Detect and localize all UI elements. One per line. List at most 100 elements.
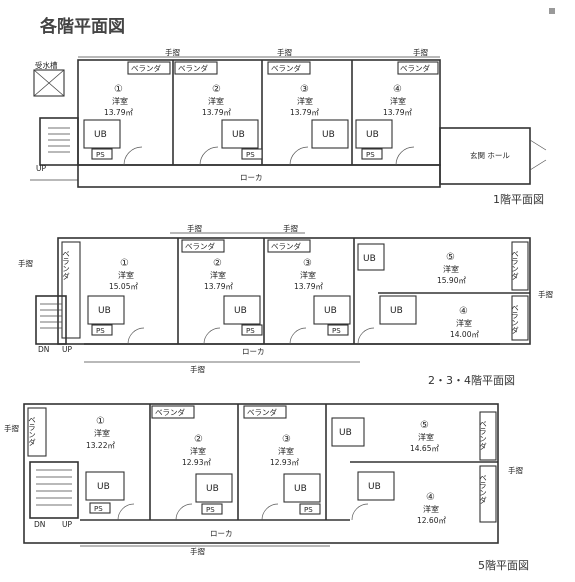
floor-5-outline [23,403,499,544]
corridor-label: ローカ [210,529,233,538]
balcony-label: ベランダ [400,63,430,73]
room-area: 13.79㎡ [204,282,233,291]
room-number: ② [212,84,221,95]
unit-bath [331,417,365,447]
entrance-hall [439,127,531,185]
room-number: ① [120,258,129,269]
balcony-box [511,295,529,341]
floor-1-title: 1階平面図 [493,192,544,206]
room-type: 洋室 [210,270,226,280]
handrail-label: 手摺 [190,364,205,374]
floor-5-title: 5階平面図 [478,558,529,572]
ub-label: UB [232,130,245,140]
ub-label: UB [294,484,307,494]
unit-bath [355,119,393,149]
ps-label: PS [246,151,255,159]
handrail-label: 手摺 [165,47,180,57]
room-type: 洋室 [297,96,313,106]
floor-5-plan: ベランダ 手摺 DN UP ローカ 手摺 ① 洋室 13.22㎡ UB PS ベ… [4,403,529,572]
unit-bath [357,471,395,501]
handrail-label: 手摺 [277,47,292,57]
ub-label: UB [234,306,247,316]
room-type: 洋室 [423,504,439,514]
unit-bath [223,295,261,325]
room-type: 洋室 [190,446,206,456]
room-number: ④ [426,492,435,503]
room-area: 12.93㎡ [182,458,211,467]
pipe-space [91,324,113,336]
room-type: 洋室 [456,318,472,328]
ub-label: UB [366,130,379,140]
balcony-label: ベランダ [131,63,161,73]
ps-label: PS [96,327,105,335]
balcony-label: ベランダ [510,304,519,334]
handrail-label: 手摺 [190,546,205,556]
stair-up-label: UP [62,345,72,354]
room-area: 13.79㎡ [383,108,412,117]
stair-block [39,117,79,166]
room-number: ③ [282,434,291,445]
handrail-label: 手摺 [4,423,19,433]
balcony-box [397,61,439,75]
handrail-label: 手摺 [413,47,428,57]
ub-label: UB [97,482,110,492]
room-number: ① [96,416,105,427]
room-area: 14.00㎡ [450,330,479,339]
water-tank-label: 受水槽 [35,60,58,70]
room-type: 洋室 [112,96,128,106]
stair-down-label: DN [34,520,45,529]
balcony-box [181,239,225,253]
corridor-label: ローカ [240,173,263,182]
room-number: ⑤ [420,420,429,431]
stair-up-label: UP [62,520,72,529]
stair-block [29,461,79,519]
page-title: 各階平面図 [39,16,125,37]
room-area: 14.65㎡ [410,444,439,453]
stair-up-label: UP [36,164,46,173]
ps-label: PS [206,506,215,514]
handrail-label: 手摺 [283,223,298,233]
pipe-space [89,502,111,514]
room-area: 13.79㎡ [104,108,133,117]
balcony-label: ベランダ [478,420,487,450]
ps-label: PS [366,151,375,159]
balcony-label: ベランダ [61,250,70,280]
ub-label: UB [206,484,219,494]
pipe-space [91,148,113,160]
pipe-space [241,324,263,336]
floor-1-plan: 手摺 手摺 手摺 受水槽 UP ローカ 玄関 ホール ベランダ ① 洋室 13.… [30,47,547,206]
room-type: 洋室 [208,96,224,106]
unit-bath [221,119,259,149]
pipe-space [201,503,223,515]
ps-label: PS [96,151,105,159]
room-type: 洋室 [278,446,294,456]
room-type: 洋室 [118,270,134,280]
ub-label: UB [98,306,111,316]
pipe-space [241,148,263,160]
balcony-label: ベランダ [178,63,208,73]
ps-label: PS [332,327,341,335]
room-type: 洋室 [418,432,434,442]
ps-label: PS [246,327,255,335]
corner-mark [549,8,555,14]
room-type: 洋室 [94,428,110,438]
room-number: ⑤ [446,252,455,263]
balcony-label: ベランダ [510,250,519,280]
ub-label: UB [368,482,381,492]
unit-bath [83,119,121,149]
entrance-label: 玄関 ホール [470,150,510,160]
room-area: 13.79㎡ [202,108,231,117]
room-number: ② [213,258,222,269]
room-area: 13.79㎡ [290,108,319,117]
unit-bath [283,473,321,503]
ub-label: UB [339,428,352,438]
balcony-box [511,241,529,291]
unit-bath [87,295,125,325]
ps-label: PS [304,506,313,514]
balcony-label: ベランダ [27,416,36,446]
stair-down-label: DN [38,345,49,354]
room-number: ③ [300,84,309,95]
ub-label: UB [324,306,337,316]
floor-234-outline [57,237,531,345]
